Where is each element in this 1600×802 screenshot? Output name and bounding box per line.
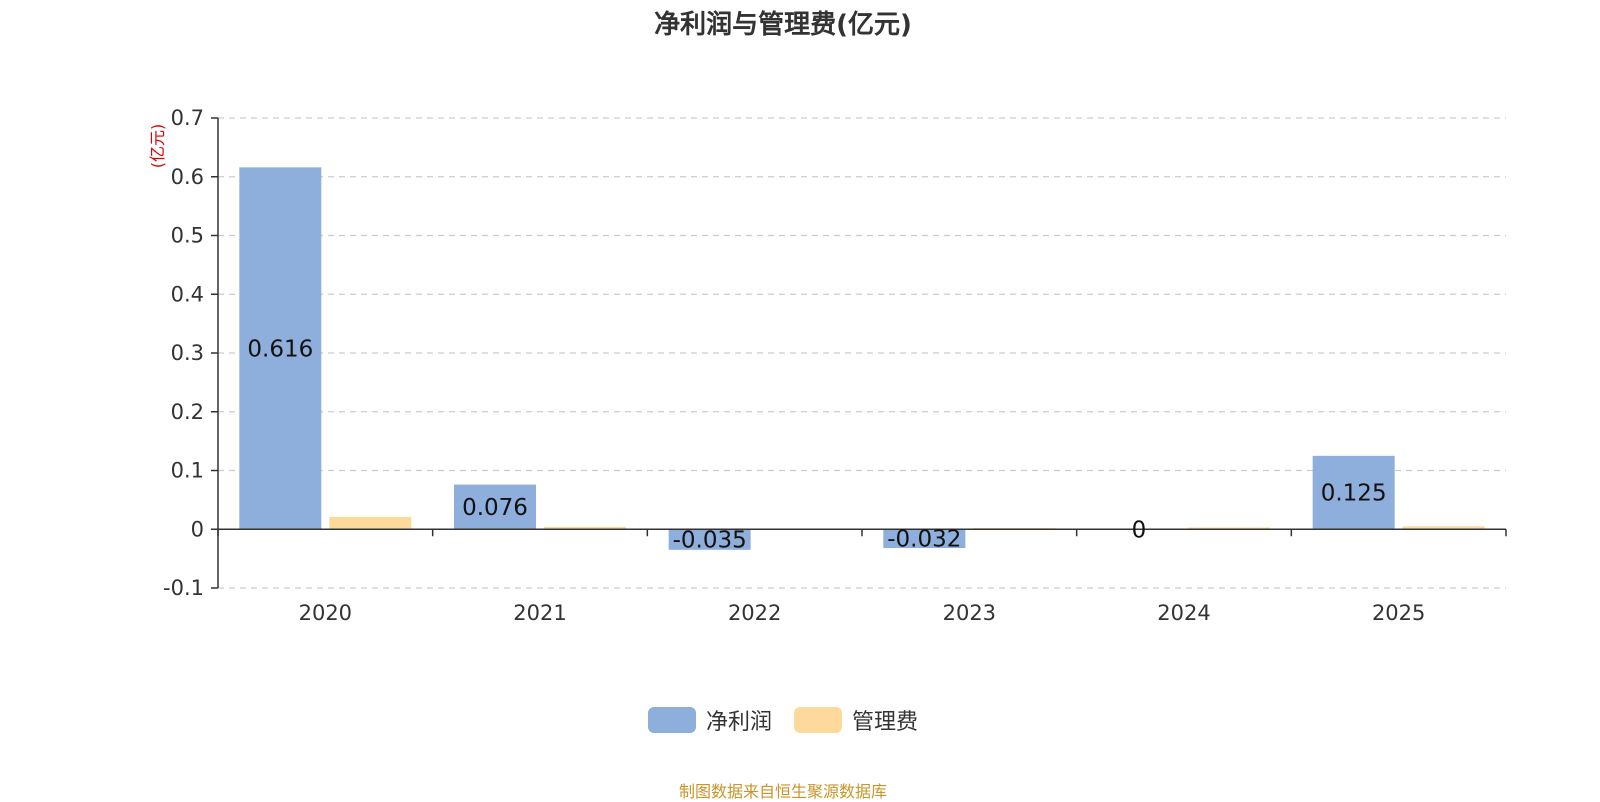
chart-title: 净利润与管理费(亿元) [654,10,912,40]
data-label: -0.032 [887,527,961,553]
bar-net-profit-2021 [454,484,536,530]
data-label: -0.035 [673,528,747,554]
x-tick-label: 2021 [513,601,566,625]
x-tick-label: 2025 [1372,601,1425,625]
y-tick-label: 0.7 [171,106,204,130]
legend-label-management-fee: 管理费 [852,710,919,735]
y-axis-unit-label: (亿元) [148,124,167,169]
bars [239,167,1485,550]
legend-item-net-profit[interactable]: 净利润 [647,704,772,736]
y-tick-label: 0.5 [171,224,204,248]
data-label: 0.125 [1321,481,1387,507]
axes: -0.1 0 0.1 0.2 0.3 0.4 0.5 0.6 0.7 2020 2021 2022 20… [163,106,1507,625]
x-tick-label: 2022 [728,601,781,625]
data-label: 0.616 [247,336,313,362]
y-tick-label: 0.6 [171,165,204,189]
data-label: 0 [1132,517,1147,543]
bar-net-profit-2020 [239,167,322,530]
legend-item-management-fee[interactable]: 管理费 [794,704,918,736]
y-tick-label: 0 [191,517,204,541]
bar-management-fee-2020 [329,516,412,530]
bar-management-fee-2025 [1402,526,1485,530]
legend: 净利润 管理费 [0,704,1566,736]
grid-lines [218,117,1506,589]
x-tick-label: 2020 [299,601,352,625]
y-tick-label: 0.2 [171,400,204,424]
bar-net-profit-2022 [668,529,751,550]
data-source-note: 制图数据来自恒生聚源数据库 [678,782,887,801]
y-tick-label: 0.4 [171,282,204,306]
y-tick-label: -0.1 [163,576,204,600]
y-tick-label: 0.1 [171,459,204,483]
legend-swatch-management-fee [794,707,842,733]
data-labels: 0.616 0.076 -0.035 -0.032 0 0.125 [247,336,1386,553]
data-label: 0.076 [462,495,528,521]
bar-management-fee-2024 [1188,527,1270,530]
x-tick-label: 2024 [1157,601,1210,625]
legend-swatch-net-profit [647,707,696,733]
x-tick-label: 2023 [943,601,996,625]
y-tick-label: 0.3 [171,341,204,365]
bar-net-profit-2025 [1312,455,1395,530]
bar-net-profit-2023 [883,529,966,549]
bar-management-fee-2021 [544,526,626,530]
legend-label-net-profit: 净利润 [705,710,772,735]
